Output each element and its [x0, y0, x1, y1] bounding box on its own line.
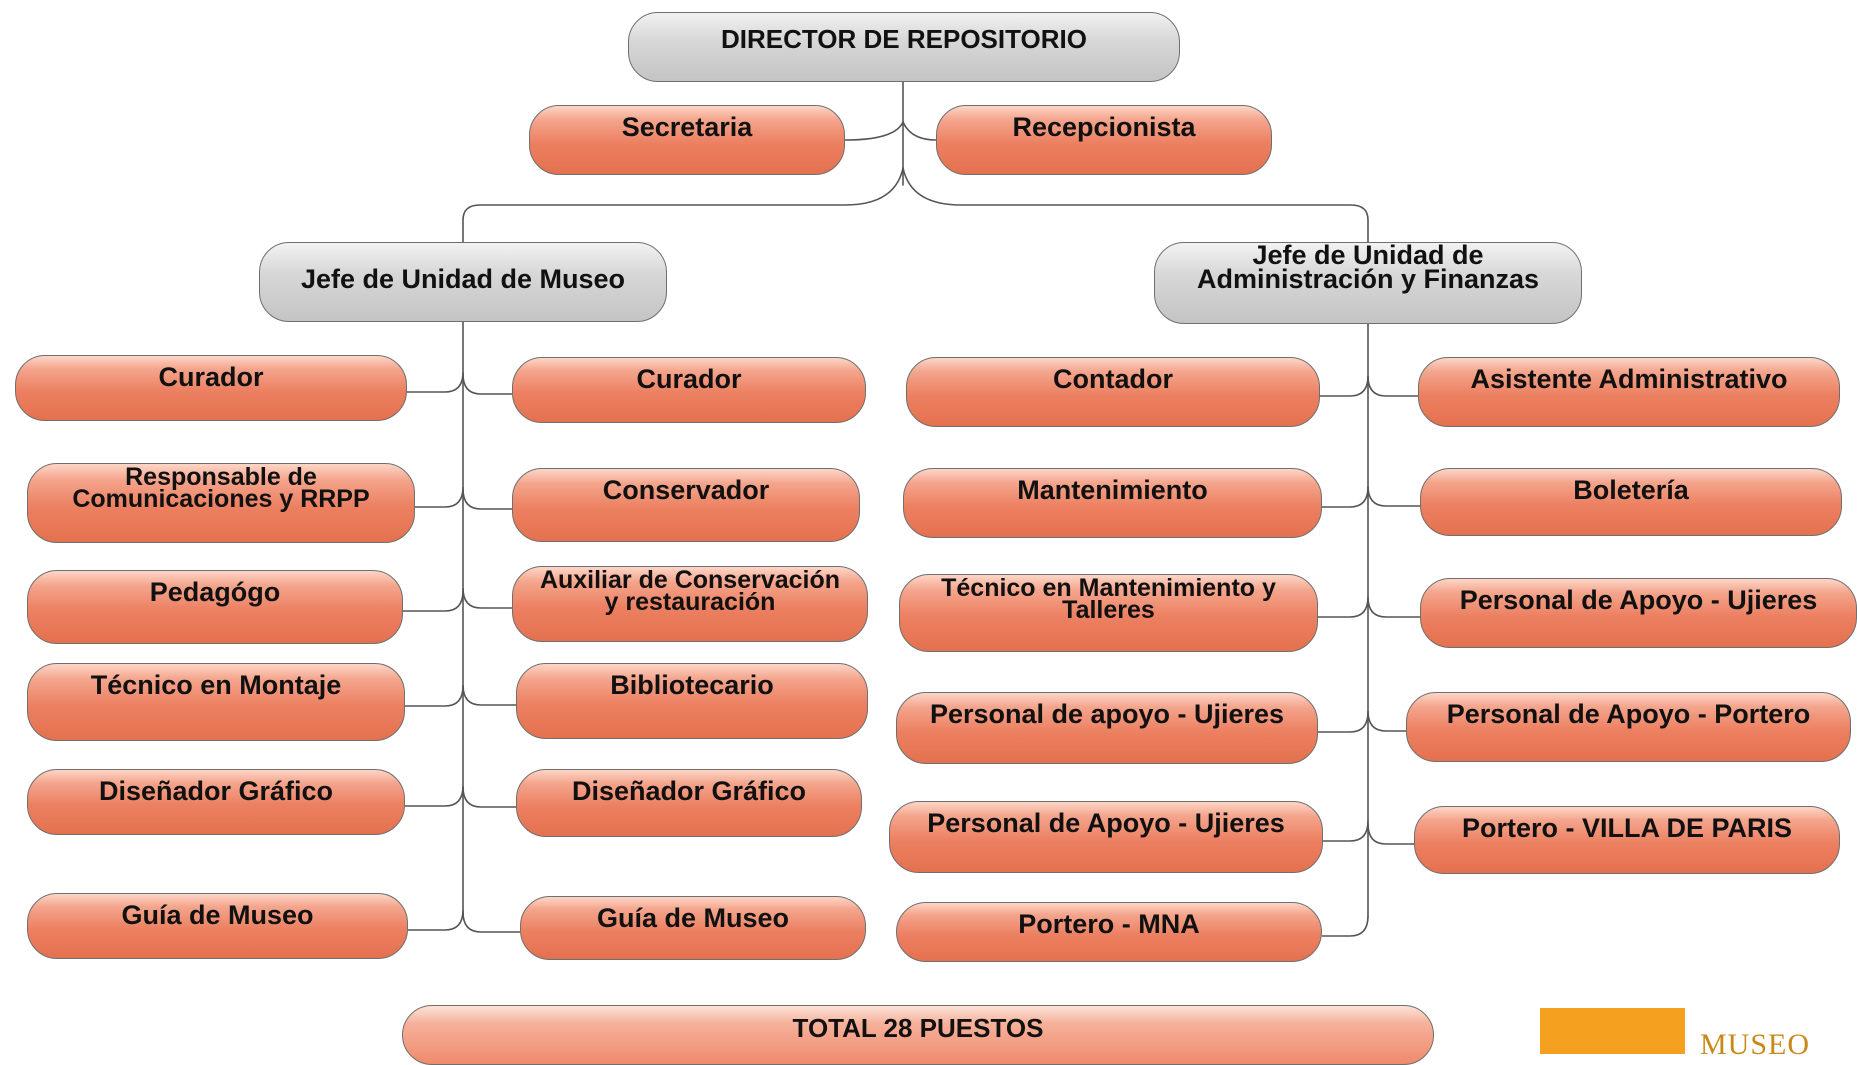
position-label: Comunicaciones y RRPP — [72, 485, 370, 513]
museo-right-node-4: Bibliotecario — [516, 663, 868, 739]
branch-connector — [1367, 710, 1406, 732]
museo-left-node-4: Técnico en Montaje — [27, 663, 405, 741]
branch-connector — [462, 587, 512, 609]
position-label: Conservador — [602, 475, 770, 505]
position-label: Personal de Apoyo - Portero — [1446, 699, 1811, 729]
total-label: TOTAL 28 PUESTOS — [792, 1013, 1044, 1043]
recepcionista-node: Recepcionista — [936, 105, 1272, 175]
admin-right-node-5: Portero - VILLA DE PARIS — [1414, 806, 1840, 874]
position-label: Responsable de — [125, 463, 317, 491]
branch-connector — [405, 685, 464, 707]
branch-connector — [1367, 485, 1420, 507]
jefe-admin-label-line1: Jefe de Unidad de — [1252, 240, 1484, 270]
museo-left-node-1: Curador — [15, 355, 407, 421]
position-label: Curador — [636, 364, 742, 394]
branch-connector — [408, 909, 464, 931]
position-label: Portero - MNA — [1018, 909, 1200, 939]
position-label: Auxiliar de Conservación — [539, 566, 841, 594]
director-label: DIRECTOR DE REPOSITORIO — [721, 24, 1087, 54]
jefe-admin-node: Jefe de Unidad de Administración y Finan… — [1154, 242, 1582, 324]
jefe-museo-label: Jefe de Unidad de Museo — [300, 264, 626, 294]
position-label: Personal de apoyo - Ujieres — [929, 699, 1285, 729]
branch-connector — [462, 488, 512, 510]
branch-connector — [1367, 596, 1420, 618]
position-label: Personal de Apoyo - Ujieres — [1459, 585, 1818, 615]
position-label: Técnico en Mantenimiento y — [941, 574, 1276, 602]
museo-right-node-6: Guía de Museo — [520, 896, 866, 960]
admin-right-node-2: Boletería — [1420, 468, 1842, 536]
museo-left-node-5: Diseñador Gráfico — [27, 769, 405, 835]
position-label: Bibliotecario — [610, 670, 774, 700]
museo-right-node-2: Conservador — [512, 468, 860, 542]
position-label: Diseñador Gráfico — [571, 776, 807, 806]
branch-connector — [1367, 375, 1418, 397]
position-label: Portero - VILLA DE PARIS — [1461, 813, 1793, 843]
branch-connector — [462, 684, 516, 706]
admin-left-node-5: Personal de Apoyo - Ujieres — [889, 801, 1323, 873]
total-bar: TOTAL 28 PUESTOS — [402, 1005, 1434, 1065]
museo-left-node-6: Guía de Museo — [27, 893, 408, 959]
recepcionista-label: Recepcionista — [1012, 112, 1196, 142]
secretaria-label: Secretaria — [621, 112, 753, 142]
branch-connector — [1322, 486, 1369, 508]
branch-connector — [462, 373, 512, 395]
branch-connector — [407, 371, 464, 393]
branch-connector — [403, 590, 464, 612]
position-label: Guía de Museo — [121, 900, 314, 930]
position-label: Personal de Apoyo - Ujieres — [927, 808, 1285, 838]
position-label: Técnico en Montaje — [90, 670, 342, 700]
position-label: Talleres — [1062, 596, 1155, 624]
admin-right-node-1: Asistente Administrativo — [1418, 357, 1840, 427]
position-label: Contador — [1053, 364, 1173, 394]
branch-connector — [1320, 375, 1369, 397]
position-label: Pedagógo — [149, 577, 281, 607]
museum-logo-text: MUSEO — [1700, 1028, 1811, 1061]
museum-logo-mark — [1540, 1008, 1685, 1054]
position-label: Guía de Museo — [596, 903, 790, 933]
position-label: Diseñador Gráfico — [98, 776, 334, 806]
museo-right-node-1: Curador — [512, 357, 866, 423]
branch-connector — [1323, 820, 1369, 842]
director-node: DIRECTOR DE REPOSITORIO — [628, 12, 1180, 82]
jefe-museo-node: Jefe de Unidad de Museo — [259, 242, 667, 322]
branch-connector — [1318, 711, 1369, 733]
position-label: Asistente Administrativo — [1470, 364, 1788, 394]
admin-left-node-6: Portero - MNA — [896, 902, 1322, 962]
position-label: y restauración — [604, 588, 776, 616]
museo-right-node-5: Diseñador Gráfico — [516, 769, 862, 837]
branch-connector — [1322, 915, 1369, 937]
secretaria-node: Secretaria — [529, 105, 845, 175]
admin-left-node-2: Mantenimiento — [903, 468, 1322, 538]
branch-connector — [415, 486, 464, 508]
position-label: Boletería — [1573, 475, 1689, 505]
admin-right-node-4: Personal de Apoyo - Portero — [1406, 692, 1851, 762]
branch-connector — [462, 786, 516, 808]
admin-left-node-4: Personal de apoyo - Ujieres — [896, 692, 1318, 764]
position-label: Curador — [158, 362, 264, 392]
admin-right-node-3: Personal de Apoyo - Ujieres — [1420, 578, 1857, 648]
position-label: Mantenimiento — [1017, 475, 1208, 505]
branch-connector — [1367, 823, 1414, 845]
jefe-admin-label-line2: Administración y Finanzas — [1196, 264, 1540, 294]
museo-left-node-3: Pedagógo — [27, 570, 403, 644]
branch-connector — [1318, 596, 1369, 618]
admin-left-node-1: Contador — [906, 357, 1320, 427]
branch-connector — [405, 785, 464, 807]
branch-connector — [462, 911, 520, 933]
